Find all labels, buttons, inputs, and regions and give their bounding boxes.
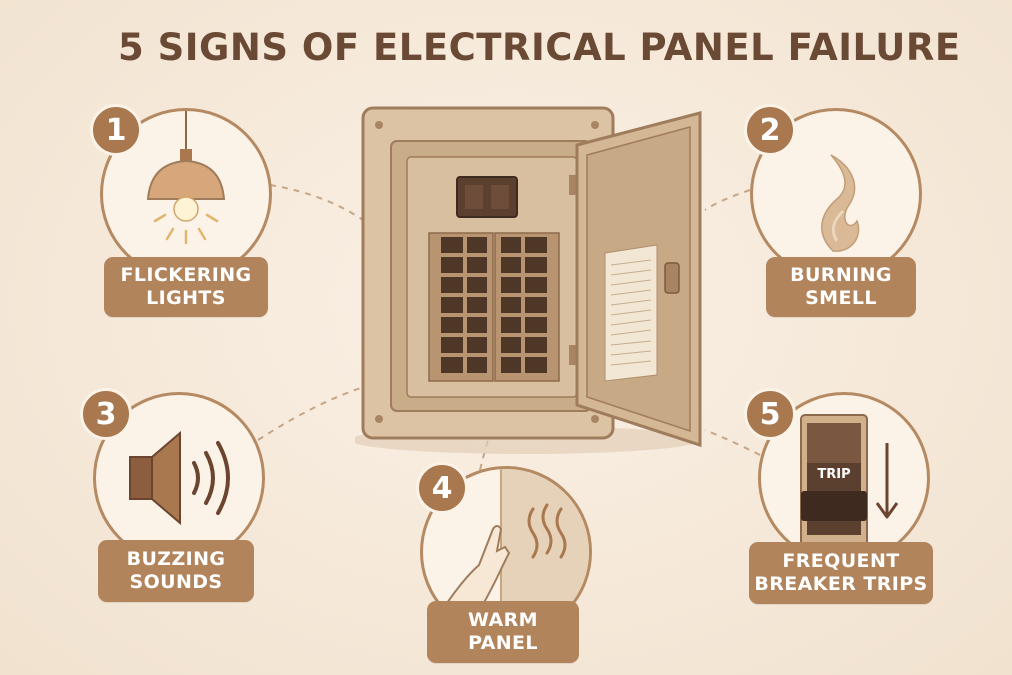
- electrical-panel-icon: [350, 106, 702, 454]
- sign-3-label: BUZZING SOUNDS: [98, 540, 254, 602]
- connector-2: [704, 189, 751, 211]
- sign-3-label-line2: SOUNDS: [129, 571, 223, 593]
- sign-5-circle: TRIP: [758, 392, 930, 564]
- sign-4-label-line2: PANEL: [468, 632, 538, 654]
- sign-4-label-line1: WARM: [468, 609, 538, 631]
- page-title: 5 SIGNS OF ELECTRICAL PANEL FAILURE: [118, 26, 961, 69]
- sign-1-label-line2: LIGHTS: [146, 287, 226, 309]
- sign-2-label-line2: SMELL: [805, 287, 877, 309]
- sign-2-badge: 2: [744, 104, 796, 156]
- sign-5-label-line1: FREQUENT: [782, 550, 900, 572]
- sign-1-badge: 1: [90, 104, 142, 156]
- sign-5-label: FREQUENT BREAKER TRIPS: [749, 542, 933, 604]
- sign-1-label-line1: FLICKERING: [120, 264, 252, 286]
- sign-5-label-line2: BREAKER TRIPS: [754, 573, 928, 595]
- connector-1: [269, 184, 371, 226]
- sign-3-badge: 3: [80, 388, 132, 440]
- hanging-lamp-icon: [146, 111, 226, 245]
- tripped-breaker-icon: TRIP: [800, 414, 899, 546]
- breaker-trip-label: TRIP: [817, 467, 850, 482]
- sign-4-badge: 4: [416, 462, 468, 514]
- sign-1-label: FLICKERING LIGHTS: [104, 257, 268, 317]
- connector-5: [704, 429, 761, 456]
- electrical-panel-illustration: [350, 105, 715, 464]
- sign-5-badge: 5: [744, 388, 796, 440]
- sign-2-label: BURNING SMELL: [766, 257, 916, 317]
- sign-2-label-line1: BURNING: [790, 264, 892, 286]
- connector-3: [257, 384, 371, 441]
- sign-4-label: WARM PANEL: [427, 601, 579, 663]
- sign-3-label-line1: BUZZING: [126, 548, 226, 570]
- speaker-icon: [129, 430, 230, 526]
- smoke-icon: [821, 154, 860, 252]
